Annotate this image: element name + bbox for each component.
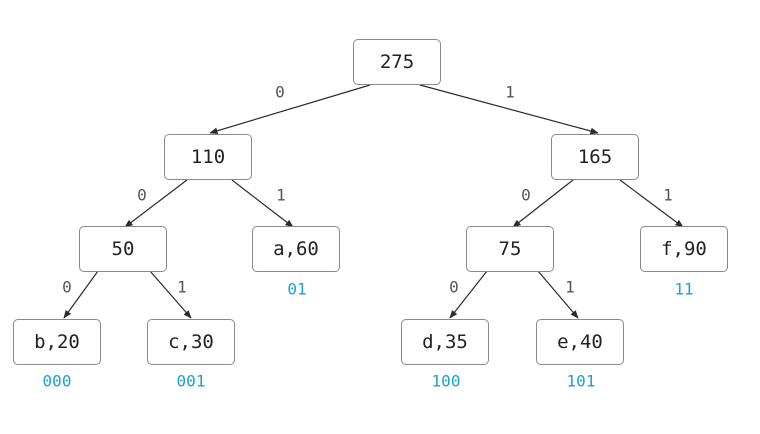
tree-node-165: 165 [551,134,639,180]
edge-label-75-e: 1 [565,277,575,297]
edge-50-b [63,270,99,319]
code-f: 11 [674,279,694,299]
tree-node-50: 50 [79,226,167,272]
tree-node-75: 75 [466,226,554,272]
edge-50-c [149,270,192,319]
tree-leaf-d: d,35 [401,319,489,365]
edge-root-165 [419,84,599,135]
code-b: 000 [42,371,72,391]
edge-label-110-a: 1 [276,185,286,205]
edge-label-root-165: 1 [505,82,515,102]
edge-label-50-c: 1 [177,277,187,297]
edge-165-f [619,179,684,228]
edge-165-75 [512,179,574,228]
edge-label-root-110: 0 [275,82,285,102]
code-e: 101 [566,371,596,391]
tree-leaf-e: e,40 [536,319,624,365]
tree-node-110: 110 [164,134,252,180]
edge-110-a [231,179,294,228]
code-d: 100 [431,371,461,391]
tree-node-root: 275 [353,39,441,85]
tree-leaf-a: a,60 [252,226,340,272]
edge-label-110-50: 0 [137,185,147,205]
edge-label-75-d: 0 [449,277,459,297]
code-a: 01 [287,279,307,299]
edge-label-165-75: 0 [521,185,531,205]
edge-75-e [537,270,579,319]
edge-110-50 [124,179,188,228]
tree-leaf-c: c,30 [147,319,235,365]
edge-75-d [449,270,488,319]
edge-label-50-b: 0 [62,277,72,297]
tree-leaf-b: b,20 [13,319,101,365]
tree-leaf-f: f,90 [640,226,728,272]
edge-root-110 [209,84,371,135]
edge-label-165-f: 1 [663,185,673,205]
code-c: 001 [176,371,206,391]
